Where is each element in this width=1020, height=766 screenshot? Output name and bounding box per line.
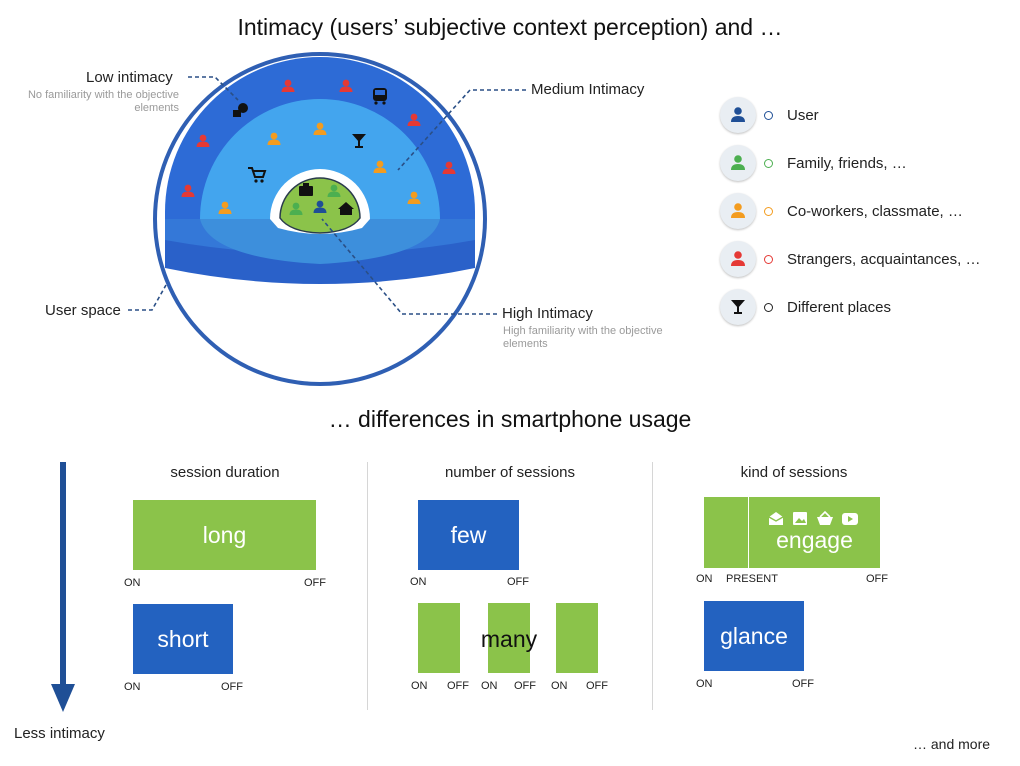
legend-item-coworkers: Co-workers, classmate, … xyxy=(720,191,963,231)
short-label: short xyxy=(157,625,209,652)
few-bar: few xyxy=(418,500,519,570)
off-label: OFF xyxy=(447,680,469,692)
engage-label: engage xyxy=(776,527,853,553)
legend-item-strangers: Strangers, acquaintances, … xyxy=(720,239,980,279)
legend-dot xyxy=(764,206,773,216)
image-icon xyxy=(793,512,807,525)
on-label: ON xyxy=(696,573,713,585)
short-bar: short xyxy=(133,604,233,674)
glance-label: glance xyxy=(720,622,788,649)
section-title: … differences in smartphone usage xyxy=(328,406,692,432)
few-label: few xyxy=(450,521,487,548)
legend-dot xyxy=(764,158,773,168)
kind-of-sessions-title: kind of sessions xyxy=(740,464,848,481)
user-space-label: User space xyxy=(45,302,121,319)
off-label: OFF xyxy=(586,680,608,692)
down-arrow-icon xyxy=(51,462,75,712)
legend-label: Strangers, acquaintances, … xyxy=(787,250,981,268)
engage-icons xyxy=(768,510,858,525)
on-label: ON xyxy=(696,678,713,690)
on-label: ON xyxy=(481,680,498,692)
on-label: ON xyxy=(124,681,141,693)
glance-bar: glance xyxy=(704,601,804,671)
off-label: OFF xyxy=(866,573,888,585)
pin-icon xyxy=(233,103,248,117)
off-label: OFF xyxy=(514,680,536,692)
present-divider xyxy=(748,497,749,568)
low-intimacy-sub: No familiarity with the objective elemen… xyxy=(27,89,179,114)
many-label: many xyxy=(480,626,538,652)
and-more-label: … and more xyxy=(913,736,991,752)
cart-icon xyxy=(248,167,267,183)
column-divider xyxy=(367,462,368,710)
play-video-icon xyxy=(842,513,858,525)
person-icon xyxy=(720,241,756,277)
low-intimacy-label: Low intimacy xyxy=(86,69,173,86)
intimacy-diagram xyxy=(128,52,526,386)
session-duration-title: session duration xyxy=(170,464,280,481)
on-label: ON xyxy=(124,577,141,589)
legend-item-places: Different places xyxy=(720,287,891,327)
legend-label: User xyxy=(787,106,819,124)
briefcase-icon xyxy=(299,183,313,196)
basket-icon xyxy=(817,510,833,525)
on-label: ON xyxy=(410,576,427,588)
long-label: long xyxy=(202,521,247,548)
bus-icon xyxy=(373,88,387,105)
medium-intimacy-label: Medium Intimacy xyxy=(531,81,645,98)
present-label: PRESENT xyxy=(726,573,778,585)
off-label: OFF xyxy=(221,681,243,693)
on-label: ON xyxy=(551,680,568,692)
legend-label: Family, friends, … xyxy=(787,154,907,172)
many-bar xyxy=(556,603,598,673)
person-icon xyxy=(720,193,756,229)
off-label: OFF xyxy=(304,577,326,589)
legend-item-user: User xyxy=(720,95,819,135)
legend-item-family: Family, friends, … xyxy=(720,143,907,183)
person-icon xyxy=(720,97,756,133)
legend-dot xyxy=(764,254,773,264)
legend-label: Different places xyxy=(787,298,891,316)
cocktail-glass-icon xyxy=(352,134,366,148)
on-label: ON xyxy=(411,680,428,692)
home-icon xyxy=(338,202,354,215)
legend-dot xyxy=(764,110,773,120)
many-bar xyxy=(488,603,530,673)
top-title: Intimacy (users’ subjective context perc… xyxy=(237,14,783,40)
number-of-sessions-title: number of sessions xyxy=(444,464,576,481)
off-label: OFF xyxy=(792,678,814,690)
less-intimacy-label: Less intimacy xyxy=(14,725,105,742)
long-bar: long xyxy=(133,500,316,570)
legend-dot xyxy=(764,302,773,312)
person-icon xyxy=(720,145,756,181)
high-intimacy-sub: High familiarity with the objective elem… xyxy=(503,325,663,350)
cocktail-glass-icon xyxy=(720,289,756,325)
high-intimacy-label: High Intimacy xyxy=(502,305,593,322)
off-label: OFF xyxy=(507,576,529,588)
legend-label: Co-workers, classmate, … xyxy=(787,202,963,220)
many-bar xyxy=(418,603,460,673)
column-divider xyxy=(652,462,653,710)
mail-open-icon xyxy=(768,512,784,525)
engage-bar xyxy=(704,497,880,568)
